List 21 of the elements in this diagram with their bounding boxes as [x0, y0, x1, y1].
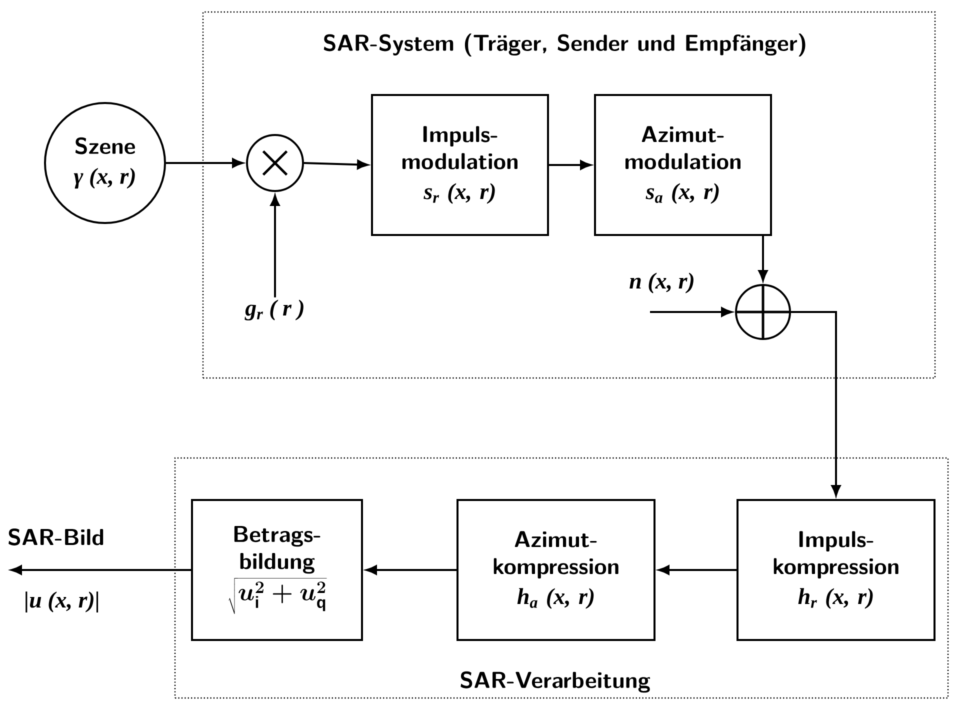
- adder-symbol: [734, 284, 792, 340]
- process-box: Impuls-kompression h$_{r}$ (x, r): [736, 499, 936, 641]
- arrow: [304, 160, 368, 170]
- arrow: [166, 158, 244, 168]
- process-box: Azimut-kompression h$_{a}$ (x, r): [456, 499, 656, 641]
- output-label: |u (x, r)|: [26, 592, 98, 612]
- process-box: Betrags-bildung $\sqrt{u_{\mathrm{i}}^{2} + u_{\mathrm{q}}^{2}}$: [191, 499, 363, 641]
- arrow: [758, 236, 768, 282]
- multiplier-symbol: [246, 134, 304, 192]
- arrow: [791, 311, 841, 496]
- signal-label: n (x, r): [630, 272, 694, 294]
- process-box: Impuls-modulation s$_{r}$ (x, r): [371, 94, 549, 236]
- process-box: Azimut-modulation s$_{a}$ (x, r): [594, 94, 772, 236]
- signal-label: g$_{r}$ ( r ): [244, 300, 304, 320]
- arrow: [549, 160, 592, 170]
- arrow: [366, 565, 456, 575]
- arrow: [10, 565, 191, 575]
- output-label: SAR-Bild: [8, 528, 104, 546]
- arrow: [658, 565, 736, 575]
- arrow: [270, 194, 280, 298]
- arrow: [650, 307, 732, 317]
